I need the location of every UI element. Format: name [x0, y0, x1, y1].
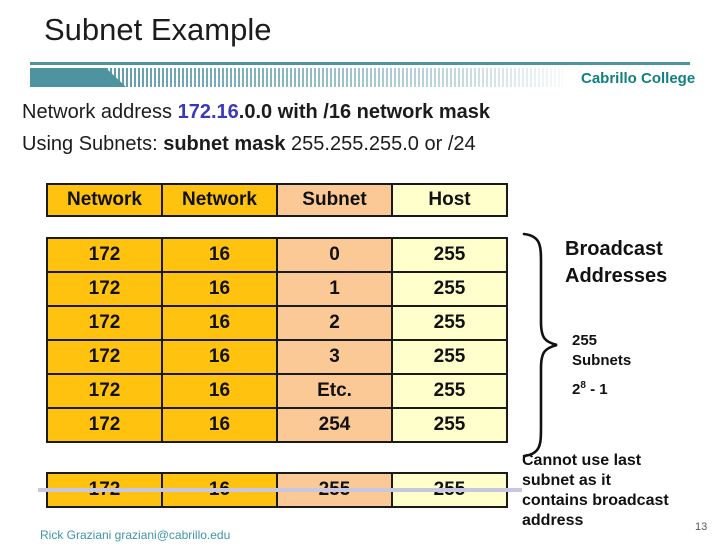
- formula-rest: - 1: [585, 381, 608, 398]
- formula-exponent: 8: [580, 380, 586, 391]
- table-cell: 16: [161, 373, 278, 409]
- header-solid-bar: [30, 68, 126, 87]
- header-striped-bar: [30, 68, 563, 87]
- page-title: Subnet Example: [44, 12, 272, 47]
- table-cell: 0: [276, 237, 393, 273]
- page-number: 13: [695, 521, 708, 533]
- table-cell: 16: [161, 237, 278, 273]
- header-rule-line: [30, 62, 690, 65]
- network-address-line: Network address 172.16.0.0 with /16 netw…: [22, 101, 490, 124]
- subnet-mask-line: Using Subnets: subnet mask 255.255.255.0…: [22, 133, 476, 156]
- table-cell: 254: [276, 407, 393, 443]
- table-cell: 255: [391, 339, 508, 375]
- right-brace: [522, 232, 558, 458]
- table-cell: Host: [391, 183, 508, 217]
- table-cell: 172: [46, 373, 163, 409]
- table-cell: 16: [161, 339, 278, 375]
- cabrillo-college-logo: Cabrillo College: [581, 70, 696, 87]
- table-cell: 172: [46, 339, 163, 375]
- table-cell: Network: [46, 183, 163, 217]
- text-segment: Using Subnets:: [22, 133, 164, 155]
- table-cell: Network: [161, 183, 278, 217]
- table-cell: 255: [391, 271, 508, 307]
- author-footer: Rick Graziani graziani@cabrillo.edu: [40, 528, 231, 542]
- text-segment-network-prefix: 172.16: [177, 101, 239, 123]
- cannot-use-note: Cannot use last subnet as it contains br…: [522, 452, 669, 529]
- table-cell: Subnet: [276, 183, 393, 217]
- text-segment: 255.255.255.0 or /24: [291, 133, 476, 155]
- text-segment: subnet mask: [163, 133, 292, 155]
- table-cell: 255: [391, 305, 508, 341]
- table-cell: Etc.: [276, 373, 393, 409]
- table-cell: 16: [161, 271, 278, 307]
- table-cell: 3: [276, 339, 393, 375]
- table-cell: 2: [276, 305, 393, 341]
- table-cell: 255: [391, 237, 508, 273]
- table-cell: 16: [161, 407, 278, 443]
- broadcast-addresses-label: Broadcast Addresses: [565, 238, 668, 287]
- subnet-count-label: 255 Subnets: [572, 332, 632, 369]
- table-cell: 16: [161, 305, 278, 341]
- text-segment: Network address: [22, 101, 178, 123]
- table-cell: 1: [276, 271, 393, 307]
- table-cell: 172: [46, 407, 163, 443]
- strikethrough-line: [38, 488, 522, 492]
- table-cell: 255: [391, 373, 508, 409]
- table-cell: 172: [46, 305, 163, 341]
- table-cell: 255: [391, 407, 508, 443]
- table-cell: 172: [46, 237, 163, 273]
- formula-base: 2: [572, 381, 581, 398]
- table-cell: 172: [46, 271, 163, 307]
- subnet-formula-label: 28 - 1: [572, 380, 608, 398]
- text-segment: .0.0 with /16 network mask: [238, 101, 491, 123]
